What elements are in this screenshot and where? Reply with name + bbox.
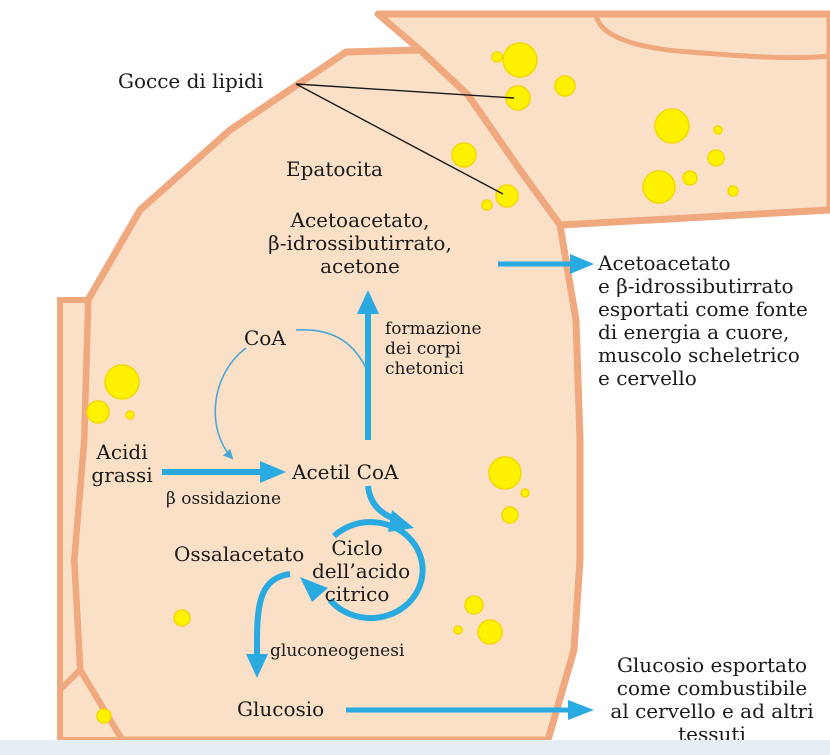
fatty-acids-label: Acidi grassi [86, 441, 158, 487]
ketogenesis-line-2: dei corpi [385, 339, 482, 359]
exported-glucose-line-1: Glucosio esportato [594, 654, 830, 677]
glucose-label: Glucosio [237, 698, 324, 721]
coa-label: CoA [244, 327, 286, 350]
oxaloacetate-label: Ossalacetato [174, 543, 304, 566]
acetyl-coa-label: Acetil CoA [292, 461, 398, 484]
hepatocyte-cell [74, 50, 580, 740]
ketogenesis-label: formazione dei corpi chetonici [385, 319, 482, 379]
hepatocyte-label: Epatocita [286, 158, 383, 181]
citric-acid-cycle-label: Ciclo dell’acido citrico [312, 537, 402, 606]
fatty-acids-line-2: grassi [86, 464, 158, 487]
exported-ketones-line-5: muscolo scheletrico [598, 344, 808, 367]
exported-ketones-line-3: esportati come fonte [598, 298, 808, 321]
ketone-bodies-line-2: β-idrossibutirrato, [250, 232, 470, 255]
ketone-bodies-line-1: Acetoacetato, [250, 209, 470, 232]
exported-glucose-line-3: al cervello e ad altri [594, 700, 830, 723]
citric-cycle-line-2: dell’acido [312, 560, 402, 583]
gluconeogenesis-label: gluconeogenesi [270, 641, 404, 661]
exported-ketones-line-4: di energia a cuore, [598, 321, 808, 344]
citric-cycle-line-1: Ciclo [312, 537, 402, 560]
exported-ketones-label: Acetoacetato e β-idrossibutirrato esport… [598, 252, 808, 390]
exported-glucose-line-2: come combustibile [594, 677, 830, 700]
exported-glucose-label: Glucosio esportato come combustibile al … [594, 654, 830, 746]
lipid-droplets-label: Gocce di lipidi [118, 70, 263, 93]
ketogenesis-line-3: chetonici [385, 359, 482, 379]
citric-cycle-line-3: citrico [312, 583, 402, 606]
bottom-band [0, 740, 830, 755]
fatty-acids-line-1: Acidi [86, 441, 158, 464]
ketone-bodies-line-3: acetone [250, 255, 470, 278]
exported-ketones-line-2: e β-idrossibutirrato [598, 275, 808, 298]
ketone-bodies-label: Acetoacetato, β-idrossibutirrato, aceton… [250, 209, 470, 278]
ketogenesis-line-1: formazione [385, 319, 482, 339]
exported-ketones-line-6: e cervello [598, 367, 808, 390]
exported-ketones-line-1: Acetoacetato [598, 252, 808, 275]
beta-oxidation-label: β ossidazione [166, 489, 281, 509]
